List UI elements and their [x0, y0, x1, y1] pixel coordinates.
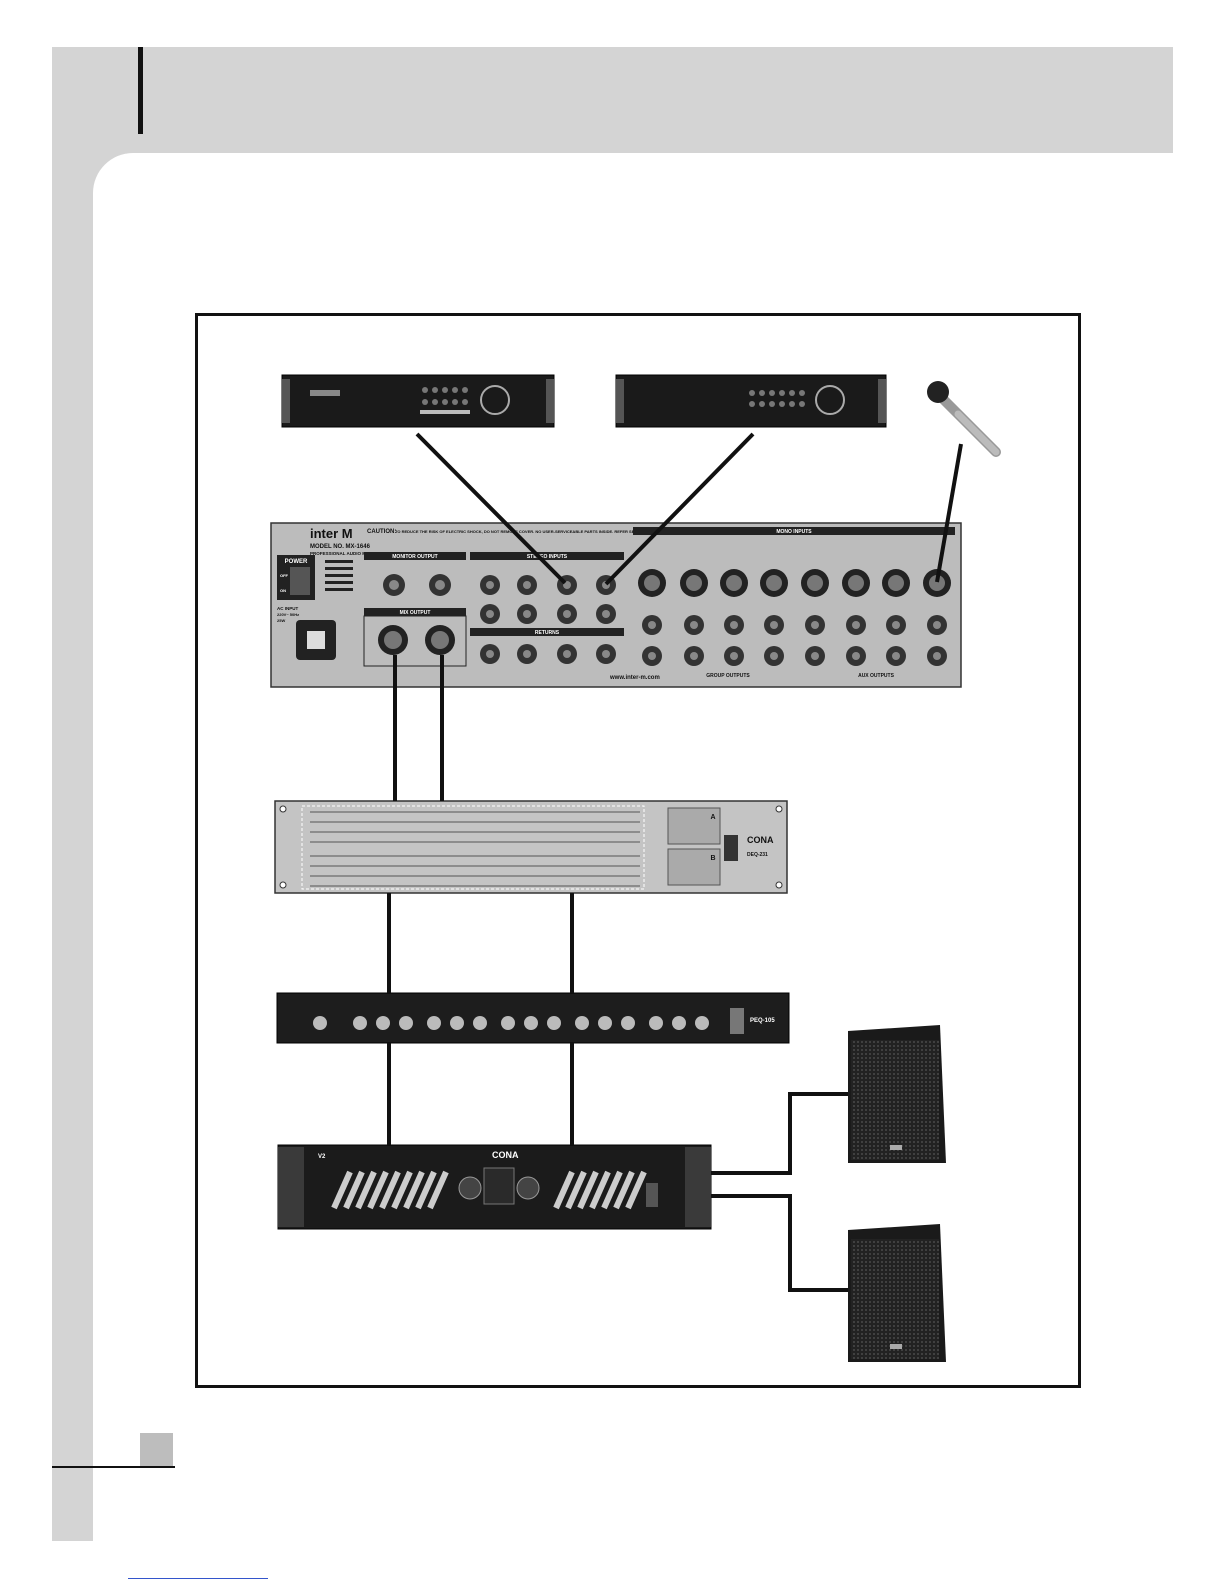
mixer-rear-panel: inter M MODEL NO. MX-1646 PROFESSIONAL A…: [270, 522, 962, 688]
cable-cd-to-st2: [415, 432, 567, 585]
mixer-brand: inter M: [310, 526, 353, 541]
graphic-equalizer: A B CONA DEQ-231: [274, 800, 788, 894]
ac-input-label: AC INPUT: [277, 606, 299, 611]
cable-tuner-to-st1: [604, 432, 755, 586]
parametric-processor: PEQ-105: [276, 992, 790, 1044]
page-number-tab: [140, 1433, 173, 1466]
stereo-inputs-label: STEREO INPUTS: [527, 554, 568, 560]
tuner-right: [615, 374, 887, 428]
cable-mic-to-ch1: [935, 443, 963, 583]
mixer-model: MODEL NO. MX-1646: [310, 544, 371, 550]
eq-channel-b: B: [710, 855, 715, 862]
mixer-caution-text: TO REDUCE THE RISK OF ELECTRIC SHOCK, DO…: [395, 529, 726, 534]
power-amplifier: CONA V2: [277, 1144, 712, 1230]
aux-outputs-label: AUX OUTPUTS: [858, 673, 895, 679]
title-bar-marker: [138, 47, 143, 134]
ac-volt-label: 220V~ 50Hz: [277, 612, 299, 617]
mixer-subtitle: PROFESSIONAL AUDIO MIXER: [310, 551, 377, 556]
cable-amp-to-speaker-bottom: [711, 1194, 848, 1292]
on-label: ON: [280, 588, 286, 593]
returns-label: RETURNS: [535, 630, 560, 636]
diagram-frame: [195, 313, 1081, 1388]
monitor-output-label: MONITOR OUTPUT: [392, 554, 437, 560]
eq-model: DEQ-231: [747, 852, 768, 858]
group-outputs-label: GROUP OUTPUTS: [706, 673, 750, 679]
mono-inputs-label: MONO INPUTS: [776, 529, 812, 535]
speaker-top: [848, 1025, 946, 1163]
off-label: OFF: [280, 573, 289, 578]
power-label: POWER: [285, 559, 308, 565]
website-label: www.inter-m.com: [609, 675, 660, 681]
cd-player-left: [281, 374, 555, 428]
page-footer-rule: [52, 1466, 175, 1468]
ac-watt-label: 25W: [277, 618, 285, 623]
cable-amp-to-speaker-top: [711, 1092, 848, 1175]
amp-model: V2: [318, 1154, 326, 1160]
microphone: [927, 381, 1001, 457]
eq-channel-a: A: [710, 814, 715, 821]
amp-brand: CONA: [492, 1150, 519, 1160]
processor-model: PEQ-105: [750, 1018, 775, 1024]
footer-link-underline: [128, 1578, 268, 1579]
mix-output-label: MIX OUTPUT: [400, 610, 431, 616]
mixer-caution-title: CAUTION:: [367, 529, 396, 535]
speaker-bottom: [848, 1224, 946, 1362]
eq-brand: CONA: [747, 835, 774, 845]
cables: [387, 432, 963, 1292]
